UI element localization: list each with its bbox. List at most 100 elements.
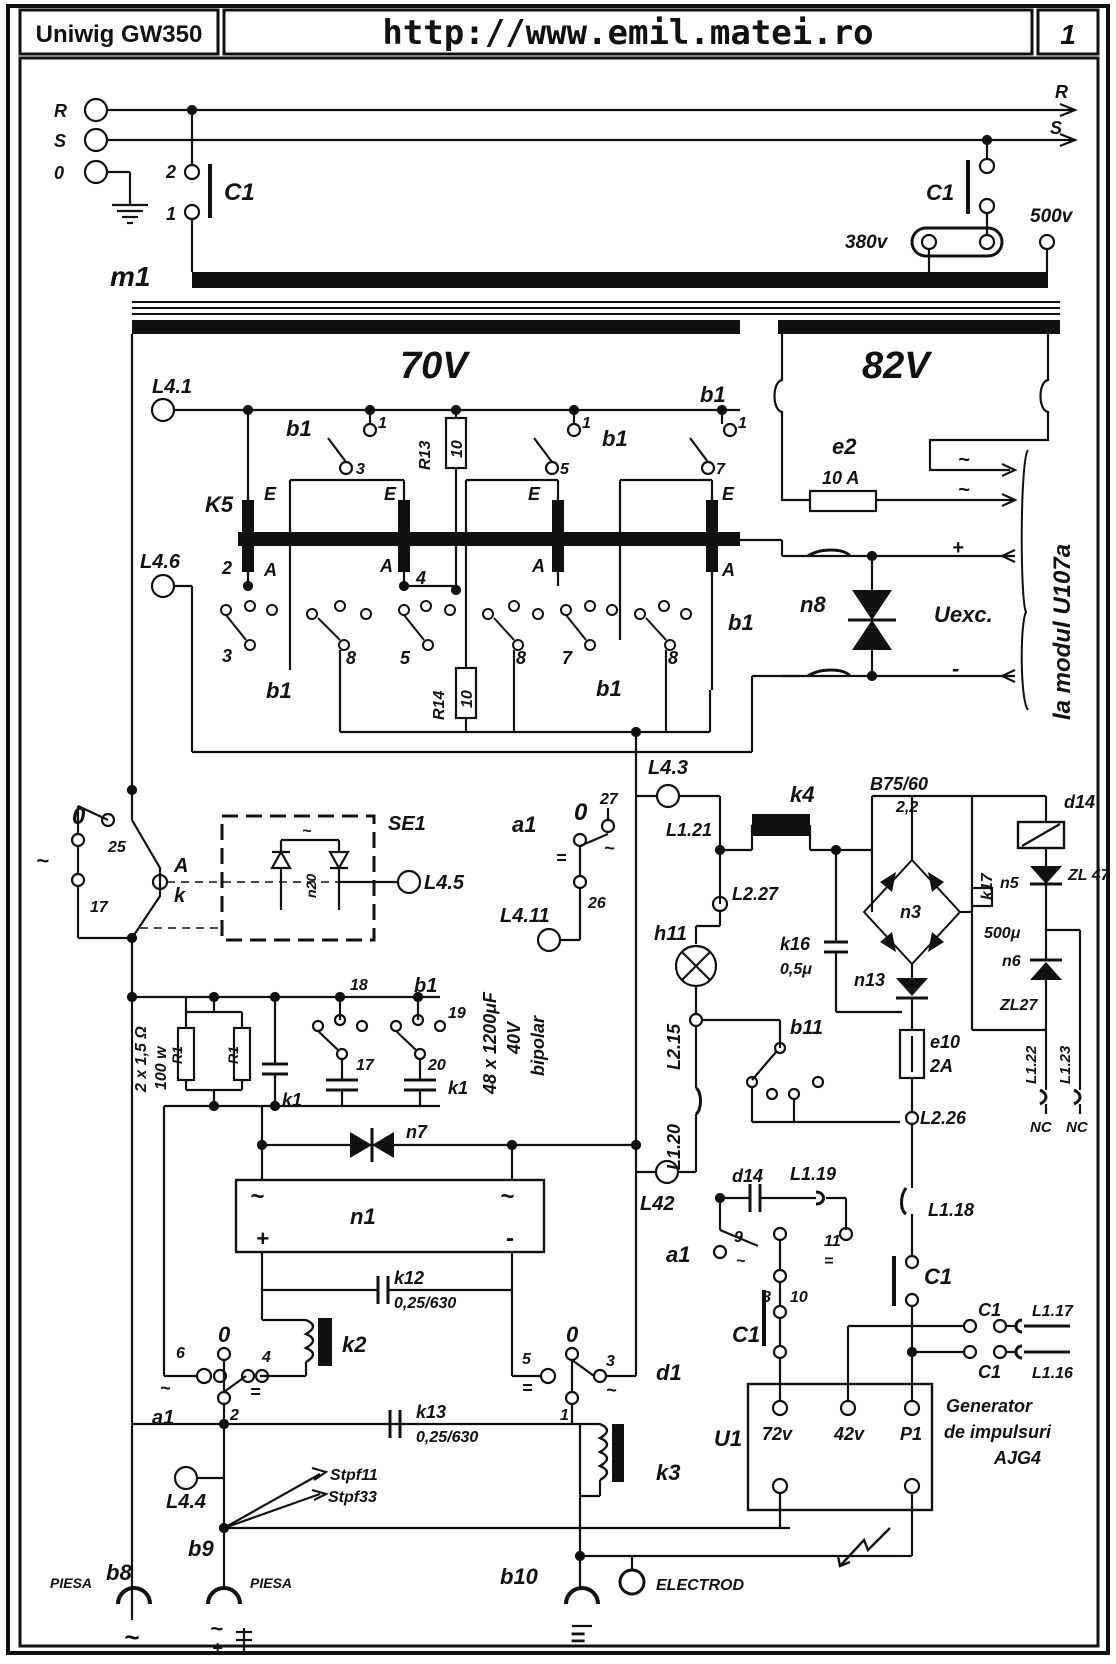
- sel-num-25: 25: [107, 839, 127, 856]
- a1-ac: ~: [604, 838, 615, 858]
- a1-dc: =: [556, 848, 567, 868]
- bank-desc-3: bipolar: [528, 1015, 548, 1076]
- l2-26-label: L2.26: [920, 1108, 967, 1128]
- n5-label: n5: [1000, 875, 1020, 892]
- terminal-l4-5[interactable]: [396, 869, 422, 895]
- r1a-label: R1: [169, 1046, 185, 1064]
- stpf33-label: Stpf33: [328, 1489, 377, 1506]
- piesa-label-2: PIESA: [250, 1575, 292, 1591]
- d14-label: d14: [732, 1166, 763, 1186]
- terminal-l4-3[interactable]: [655, 783, 681, 809]
- mains-section: R S 0 R S 2 1 C1 C1 380v 500v: [54, 82, 1078, 272]
- suppressor-n7: [350, 1132, 372, 1158]
- zener-n5: [1030, 866, 1062, 884]
- suppressor-n8: [852, 590, 892, 620]
- bot-num-5: 5: [400, 648, 411, 668]
- k17-label: k17: [979, 872, 996, 900]
- k2-label: k2: [342, 1332, 367, 1357]
- a1-low-0: 0: [218, 1322, 231, 1347]
- zl27-label: ZL27: [999, 997, 1038, 1014]
- zener-n6: [1030, 962, 1062, 980]
- socket-b9[interactable]: [206, 1586, 242, 1605]
- phase-s-label: S: [54, 131, 66, 151]
- sel-a: A: [173, 855, 188, 877]
- n1-plus: +: [256, 1226, 269, 1251]
- stpf11-label: Stpf11: [330, 1467, 378, 1484]
- zl47-label: ZL 47: [1067, 867, 1111, 884]
- e10-value: 2A: [929, 1056, 953, 1076]
- terminal-0: [83, 159, 109, 185]
- a1-low-ac: ~: [160, 1378, 171, 1398]
- resistor-r1b: [232, 1026, 252, 1082]
- inductor-k2: [318, 1318, 332, 1366]
- sel-ac: ~: [36, 848, 49, 873]
- r14-label: R14: [431, 691, 448, 720]
- l1-21-label: L1.21: [666, 820, 712, 840]
- gen-desc-3: AJG4: [993, 1448, 1041, 1468]
- out-s-label: S: [1050, 118, 1062, 138]
- b10-label: b10: [500, 1564, 539, 1589]
- l1-19-label: L1.19: [790, 1164, 836, 1184]
- cap-num-18: 18: [350, 977, 368, 994]
- k1-label-2: k1: [448, 1078, 468, 1098]
- se1-label: SE1: [388, 813, 426, 835]
- secondary-82v-label: 82V: [862, 345, 932, 387]
- electrode-terminal[interactable]: [618, 1568, 646, 1596]
- b8-label: b8: [106, 1560, 132, 1585]
- inductor-k3: [612, 1424, 624, 1482]
- n20-label: n20: [303, 874, 319, 898]
- output-section: L4.4 Stpf11 Stpf33 b8 b9 b10 PIESA PIESA…: [50, 1424, 896, 1658]
- terminal-l4-1[interactable]: [150, 397, 176, 423]
- l1-16-label: L1.16: [1032, 1365, 1073, 1382]
- n3-label: n3: [900, 902, 921, 922]
- ctrl-dc: =: [824, 1253, 833, 1270]
- terminal-s: [83, 127, 109, 153]
- switch-section: L4.1 L4.6 b1 K5 E E E E A A A A: [130, 334, 800, 1172]
- socket-b8[interactable]: [116, 1586, 152, 1605]
- pulse-symbol: [839, 1527, 891, 1567]
- c1-pin-1: 1: [166, 204, 176, 224]
- se1-ac: ~: [302, 823, 312, 840]
- n1-ac-left: ~: [250, 1183, 264, 1210]
- model-label: Uniwig GW350: [36, 21, 203, 48]
- r13-value: 10: [449, 440, 466, 458]
- r14-value: 10: [459, 690, 476, 708]
- top-num-1b: 1: [582, 415, 591, 432]
- u1-pin-42v: 42v: [833, 1424, 865, 1444]
- u1-pin-p1: P1: [900, 1424, 922, 1444]
- e2-rating: 10 A: [822, 468, 859, 488]
- gen-desc-1: Generator: [946, 1396, 1033, 1416]
- terminal-l4-11[interactable]: [536, 927, 562, 953]
- u1-pin-72v: 72v: [762, 1424, 793, 1444]
- tap-380-label: 380v: [845, 232, 889, 253]
- page-number: 1: [1060, 19, 1076, 50]
- sel-num-0: 0: [72, 803, 86, 830]
- a1-lower-label: a1: [152, 1407, 174, 1429]
- a1-low-6: 6: [176, 1345, 185, 1362]
- d1-3: 3: [606, 1353, 615, 1370]
- page-box: [1036, 8, 1100, 56]
- pin-e-4: E: [722, 484, 735, 504]
- n8-label: n8: [800, 592, 826, 617]
- terminal-l4-6[interactable]: [150, 573, 176, 599]
- bot-num-3: 3: [222, 646, 232, 666]
- a1-num-26: 26: [587, 895, 606, 912]
- rectifier-n1-box: [234, 1178, 546, 1254]
- bot-num-8b: 8: [516, 648, 526, 668]
- control-section: L1.21 k4 L2.27 h11 L42 L2.15 L1.20: [636, 774, 1111, 1568]
- l4-5-label: L4.5: [424, 872, 465, 894]
- c1-right-label: C1: [926, 180, 954, 205]
- ctrl-num-11: 11: [824, 1233, 841, 1250]
- b9-label: b9: [188, 1536, 214, 1561]
- l2-15-label: L2.15: [664, 1023, 684, 1070]
- b1-label-5: b1: [728, 610, 754, 635]
- sel-k: k: [174, 885, 186, 907]
- socket-b10[interactable]: [564, 1586, 600, 1605]
- a1-upper-label: a1: [512, 812, 536, 837]
- e2-label: e2: [832, 434, 857, 459]
- selector-section: 0 25 17 ~ A k SE1 ~ n20 L4.5 a1 0 27 26 …: [36, 784, 619, 1620]
- b1-label-4: b1: [596, 676, 622, 701]
- electrod-label: ELECTROD: [656, 1577, 744, 1594]
- terminal-l4-4[interactable]: [173, 1465, 199, 1491]
